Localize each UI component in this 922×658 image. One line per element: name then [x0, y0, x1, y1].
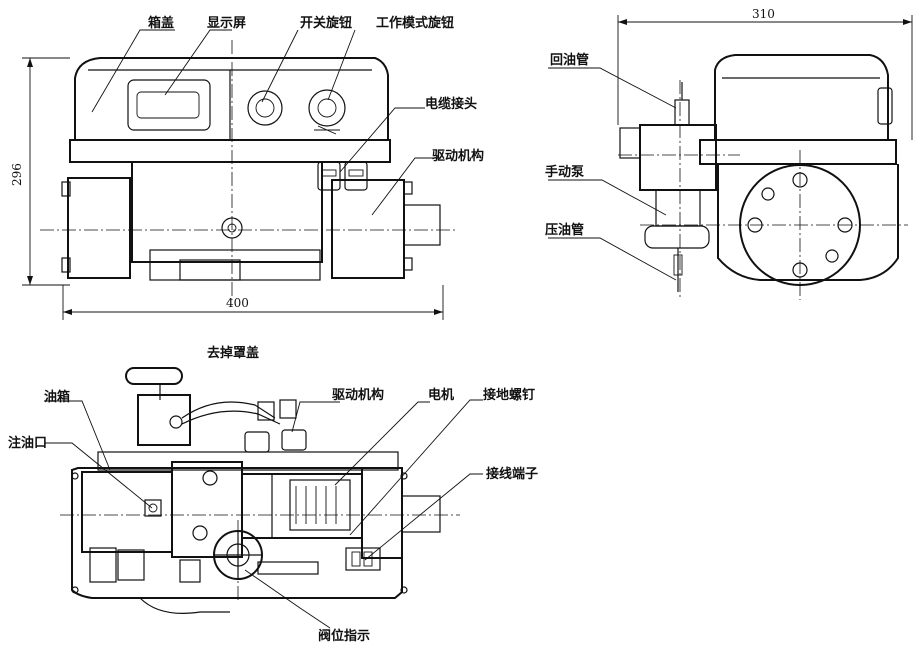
label-oil-pressure: 压油管	[545, 222, 584, 238]
label-cable-joint: 电缆接头	[425, 96, 477, 112]
label-terminal: 接线端子	[486, 466, 538, 482]
top-view: 去掉罩盖	[8, 345, 538, 644]
label-box-cover: 箱盖	[148, 15, 174, 31]
label-hand-pump: 手动泵	[545, 164, 584, 180]
label-mode-knob: 工作模式旋钮	[376, 15, 454, 31]
label-oil-filler: 注油口	[8, 435, 47, 451]
label-switch-knob: 开关旋钮	[300, 15, 352, 31]
front-view: 296 400 箱盖 显示屏 开关旋钮 工作模式旋钮 电缆接头 驱动机构	[10, 15, 484, 320]
label-oil-tank: 油箱	[44, 389, 70, 405]
label-oil-return: 回油管	[550, 52, 589, 68]
display-screen	[127, 79, 211, 131]
label-ground-screw: 接地螺钉	[483, 387, 535, 403]
label-display: 显示屏	[207, 16, 246, 31]
depth-dimension: 310	[752, 7, 775, 21]
mode-knob-icon	[308, 89, 346, 127]
label-valve-indicator: 阀位指示	[318, 628, 370, 644]
label-cover-removed: 去掉罩盖	[207, 345, 259, 361]
label-motor: 电机	[428, 387, 454, 403]
width-dimension: 400	[226, 296, 249, 310]
switch-knob-icon	[247, 90, 283, 126]
side-view: 310 回油管 手动泵 压油管	[545, 7, 913, 300]
label-drive-top: 驱动机构	[432, 148, 484, 164]
label-drive-bottom: 驱动机构	[332, 387, 384, 403]
height-dimension: 296	[10, 163, 24, 186]
